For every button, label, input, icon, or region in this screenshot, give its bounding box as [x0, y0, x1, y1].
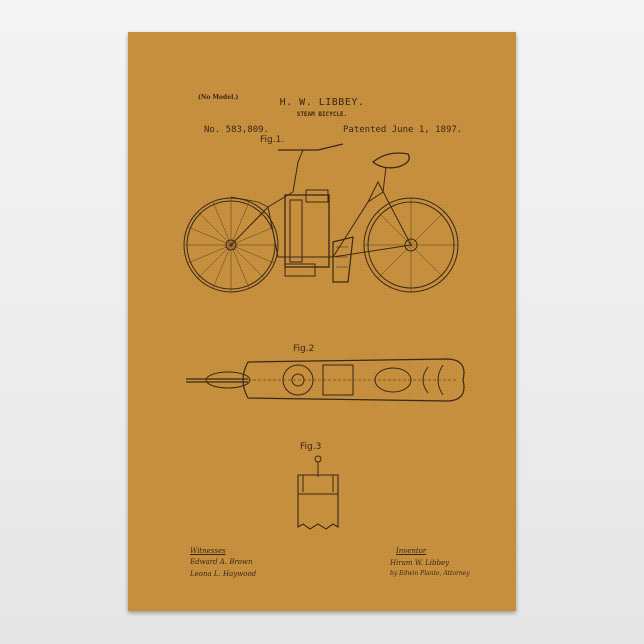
inventor-signature: Hiram W. Libbey [390, 559, 449, 567]
attorney-signature: by Edwin Plante, Attorney [390, 570, 470, 577]
patent-poster: (No Model.) H. W. LIBBEY. STEAM BICYCLE.… [128, 32, 516, 611]
boiler [285, 195, 329, 267]
fig1-steam-bicycle [184, 144, 458, 292]
handlebar [278, 144, 343, 150]
patent-drawing [128, 32, 516, 611]
witnesses-label: Witnesses [190, 547, 226, 555]
fig2-plan-view [186, 359, 464, 401]
witness-signature-2: Leona L. Haywood [190, 570, 256, 578]
saddle [373, 153, 409, 168]
witness-signature-1: Edward A. Brown [190, 558, 253, 566]
inventor-label: Inventor [396, 547, 426, 555]
fig3-detail [298, 456, 338, 529]
